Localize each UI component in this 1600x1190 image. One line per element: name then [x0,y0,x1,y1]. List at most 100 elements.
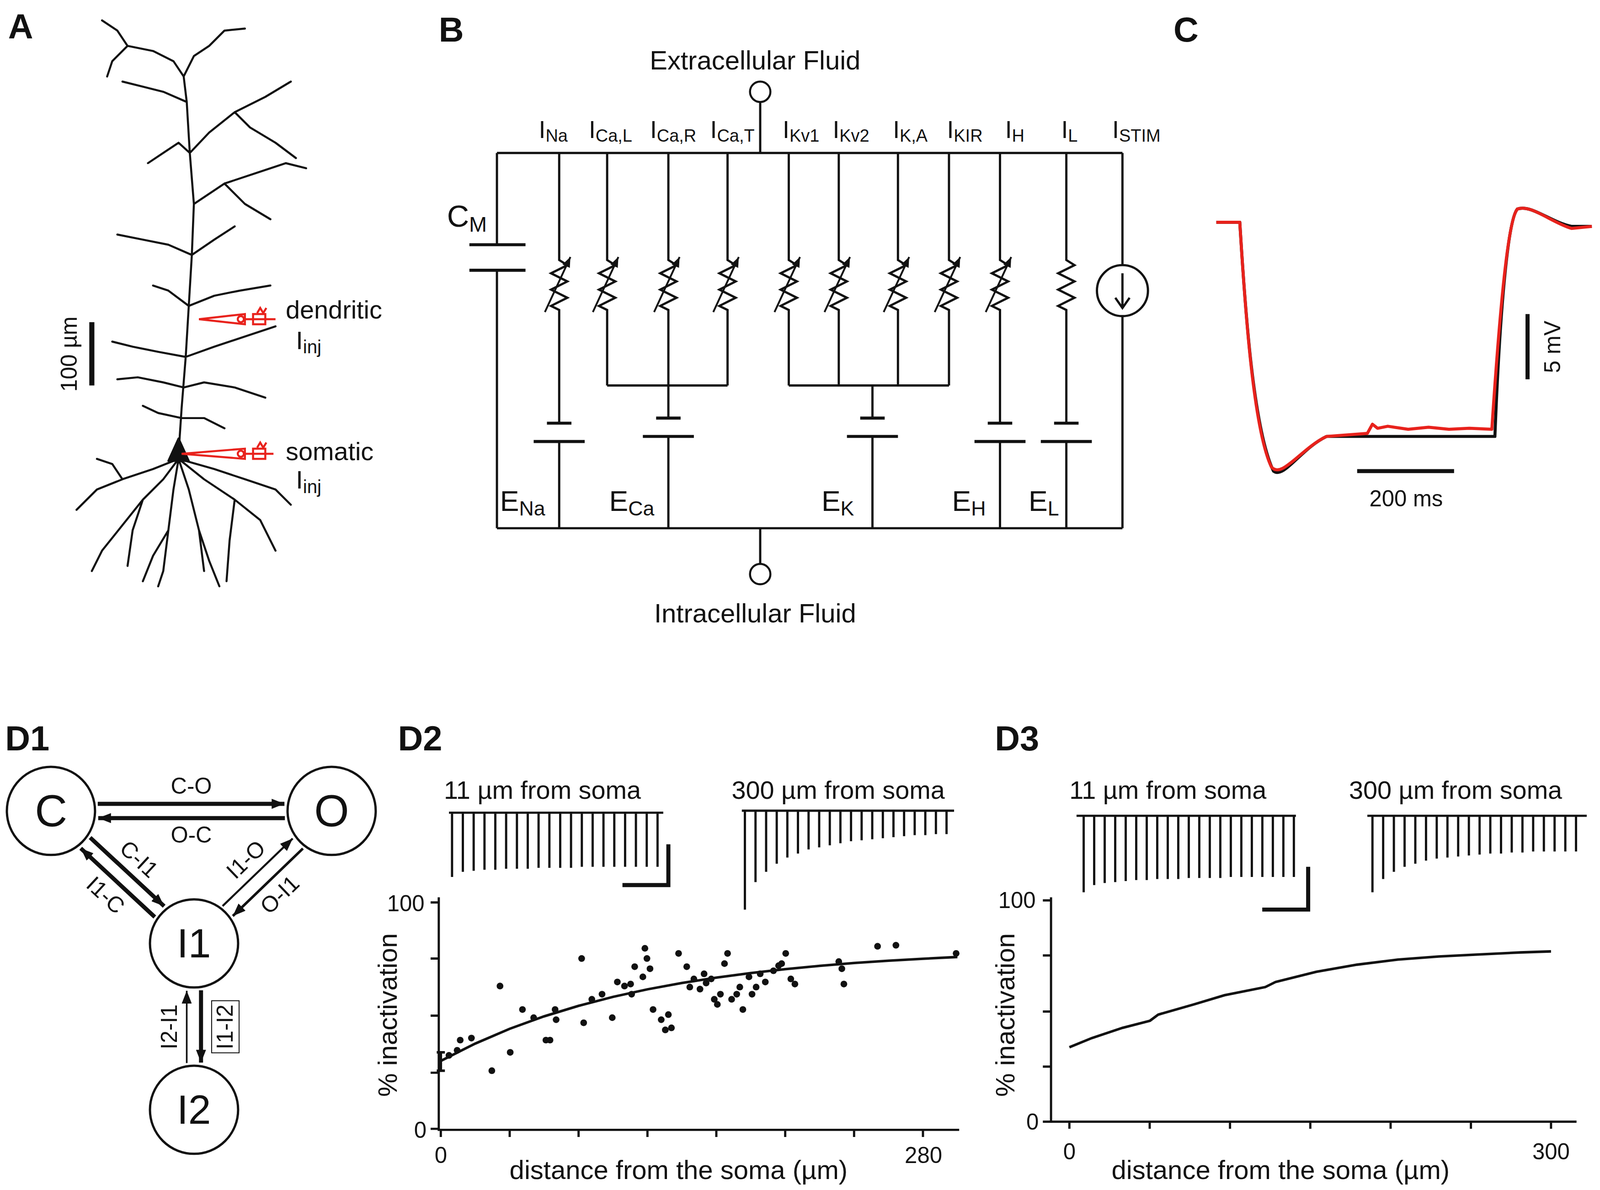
data-point [588,996,596,1003]
data-point [445,1052,453,1060]
boxed-edge-label: I1-I2 [211,1000,240,1054]
tick-label: 300 [1532,1141,1570,1164]
data-point [686,984,694,992]
transition-arrow [198,990,203,1063]
data-point [649,1006,657,1014]
trace-label: 300 µm from soma [1349,777,1563,804]
state-name: I2 [176,1089,211,1131]
subscript: Ca,R [656,127,697,145]
tick-label: 0 [1063,1141,1076,1164]
circuit-wire [607,153,736,386]
subscript: STIM [1119,127,1161,145]
data-point [445,942,960,1075]
spike-trace [452,812,658,878]
data-point [782,950,790,958]
data-point [757,970,764,978]
data-point [690,976,698,983]
terminal [750,81,771,585]
tick-label: 0 [434,1144,448,1168]
current-symbol: I [710,117,718,143]
transition-arrow [97,801,285,806]
reversal-symbol: E [1028,486,1048,516]
panel-letter: D2 [398,721,443,757]
data-point [621,982,629,990]
data-point [530,1014,538,1022]
state-name: I1 [176,923,211,965]
battery-symbol [533,418,1092,442]
variable-arrow [654,256,680,312]
scale-label: 100 µm [58,316,81,392]
tick-label: 100 [998,889,1036,912]
capacitor-symbol [469,245,526,271]
electrode-label: dendritic [285,297,383,323]
current-symbol: I [650,117,657,143]
data-point [675,950,683,958]
subscript: K,A [899,127,928,145]
variable-arrow [713,256,739,312]
data-point [453,1047,461,1055]
data-point [728,996,736,1003]
neuron-morphology [168,438,189,461]
state-circle: C [5,765,97,858]
electrode [237,316,244,323]
data-point [840,981,848,988]
data-point [700,970,708,978]
state-circle: O [285,765,378,858]
data-point [646,965,654,973]
data-point [835,958,843,966]
reversal-symbol: E [609,486,629,516]
data-point [778,960,785,968]
data-point [791,981,799,988]
data-point [745,973,753,981]
circuit-wire [1121,153,1124,529]
fit-curve [1069,951,1552,1048]
fit-curve [440,957,958,1062]
data-point [667,1024,675,1032]
data-point [546,1037,554,1045]
tick-label: 0 [414,1119,427,1142]
data-point [598,991,606,998]
scale-bar [1357,314,1528,472]
data-point [641,945,649,953]
data-point [724,950,731,958]
circuit-wire [496,153,499,529]
current-symbol: I [588,117,596,143]
data-point [717,991,725,998]
data-point [683,963,691,971]
data-point [518,1006,526,1014]
plot-axis [1042,897,1577,1123]
data-point [770,967,778,975]
transition-arrow [98,816,285,821]
trace-label: 300 µm from soma [731,777,945,804]
data-point [665,1011,672,1019]
state-circle: I2 [148,1064,240,1157]
scale-label: 200 ms [1369,487,1443,511]
subscript: M [469,213,487,236]
trace-label: 11 µm from soma [443,777,641,804]
electrode [253,448,266,459]
data-point [468,1034,475,1042]
edge-label: I1-C [80,870,131,920]
data-point [552,1016,560,1024]
capacitor-symbol: C [447,201,470,232]
panel-letter: D1 [5,721,50,757]
data-point [707,976,715,983]
transition-arrow [186,991,188,1064]
electrode [198,314,276,325]
capacitor-symbol [469,245,526,271]
battery-symbol [533,418,1092,442]
subscript: KIR [953,127,983,145]
data-point [752,984,760,992]
data-point [608,1014,616,1022]
circle-outline [6,767,96,856]
edge-label: I1-O [220,834,272,886]
current-symbol: I [1112,117,1120,143]
subscript: L [1047,498,1060,520]
data-point [762,978,769,986]
current-symbol: I [295,327,304,354]
electrode [181,448,274,459]
tick-label: 100 [387,892,425,916]
data-point [628,991,635,998]
current-symbol: I [892,117,900,143]
subscript: Na [518,498,545,520]
